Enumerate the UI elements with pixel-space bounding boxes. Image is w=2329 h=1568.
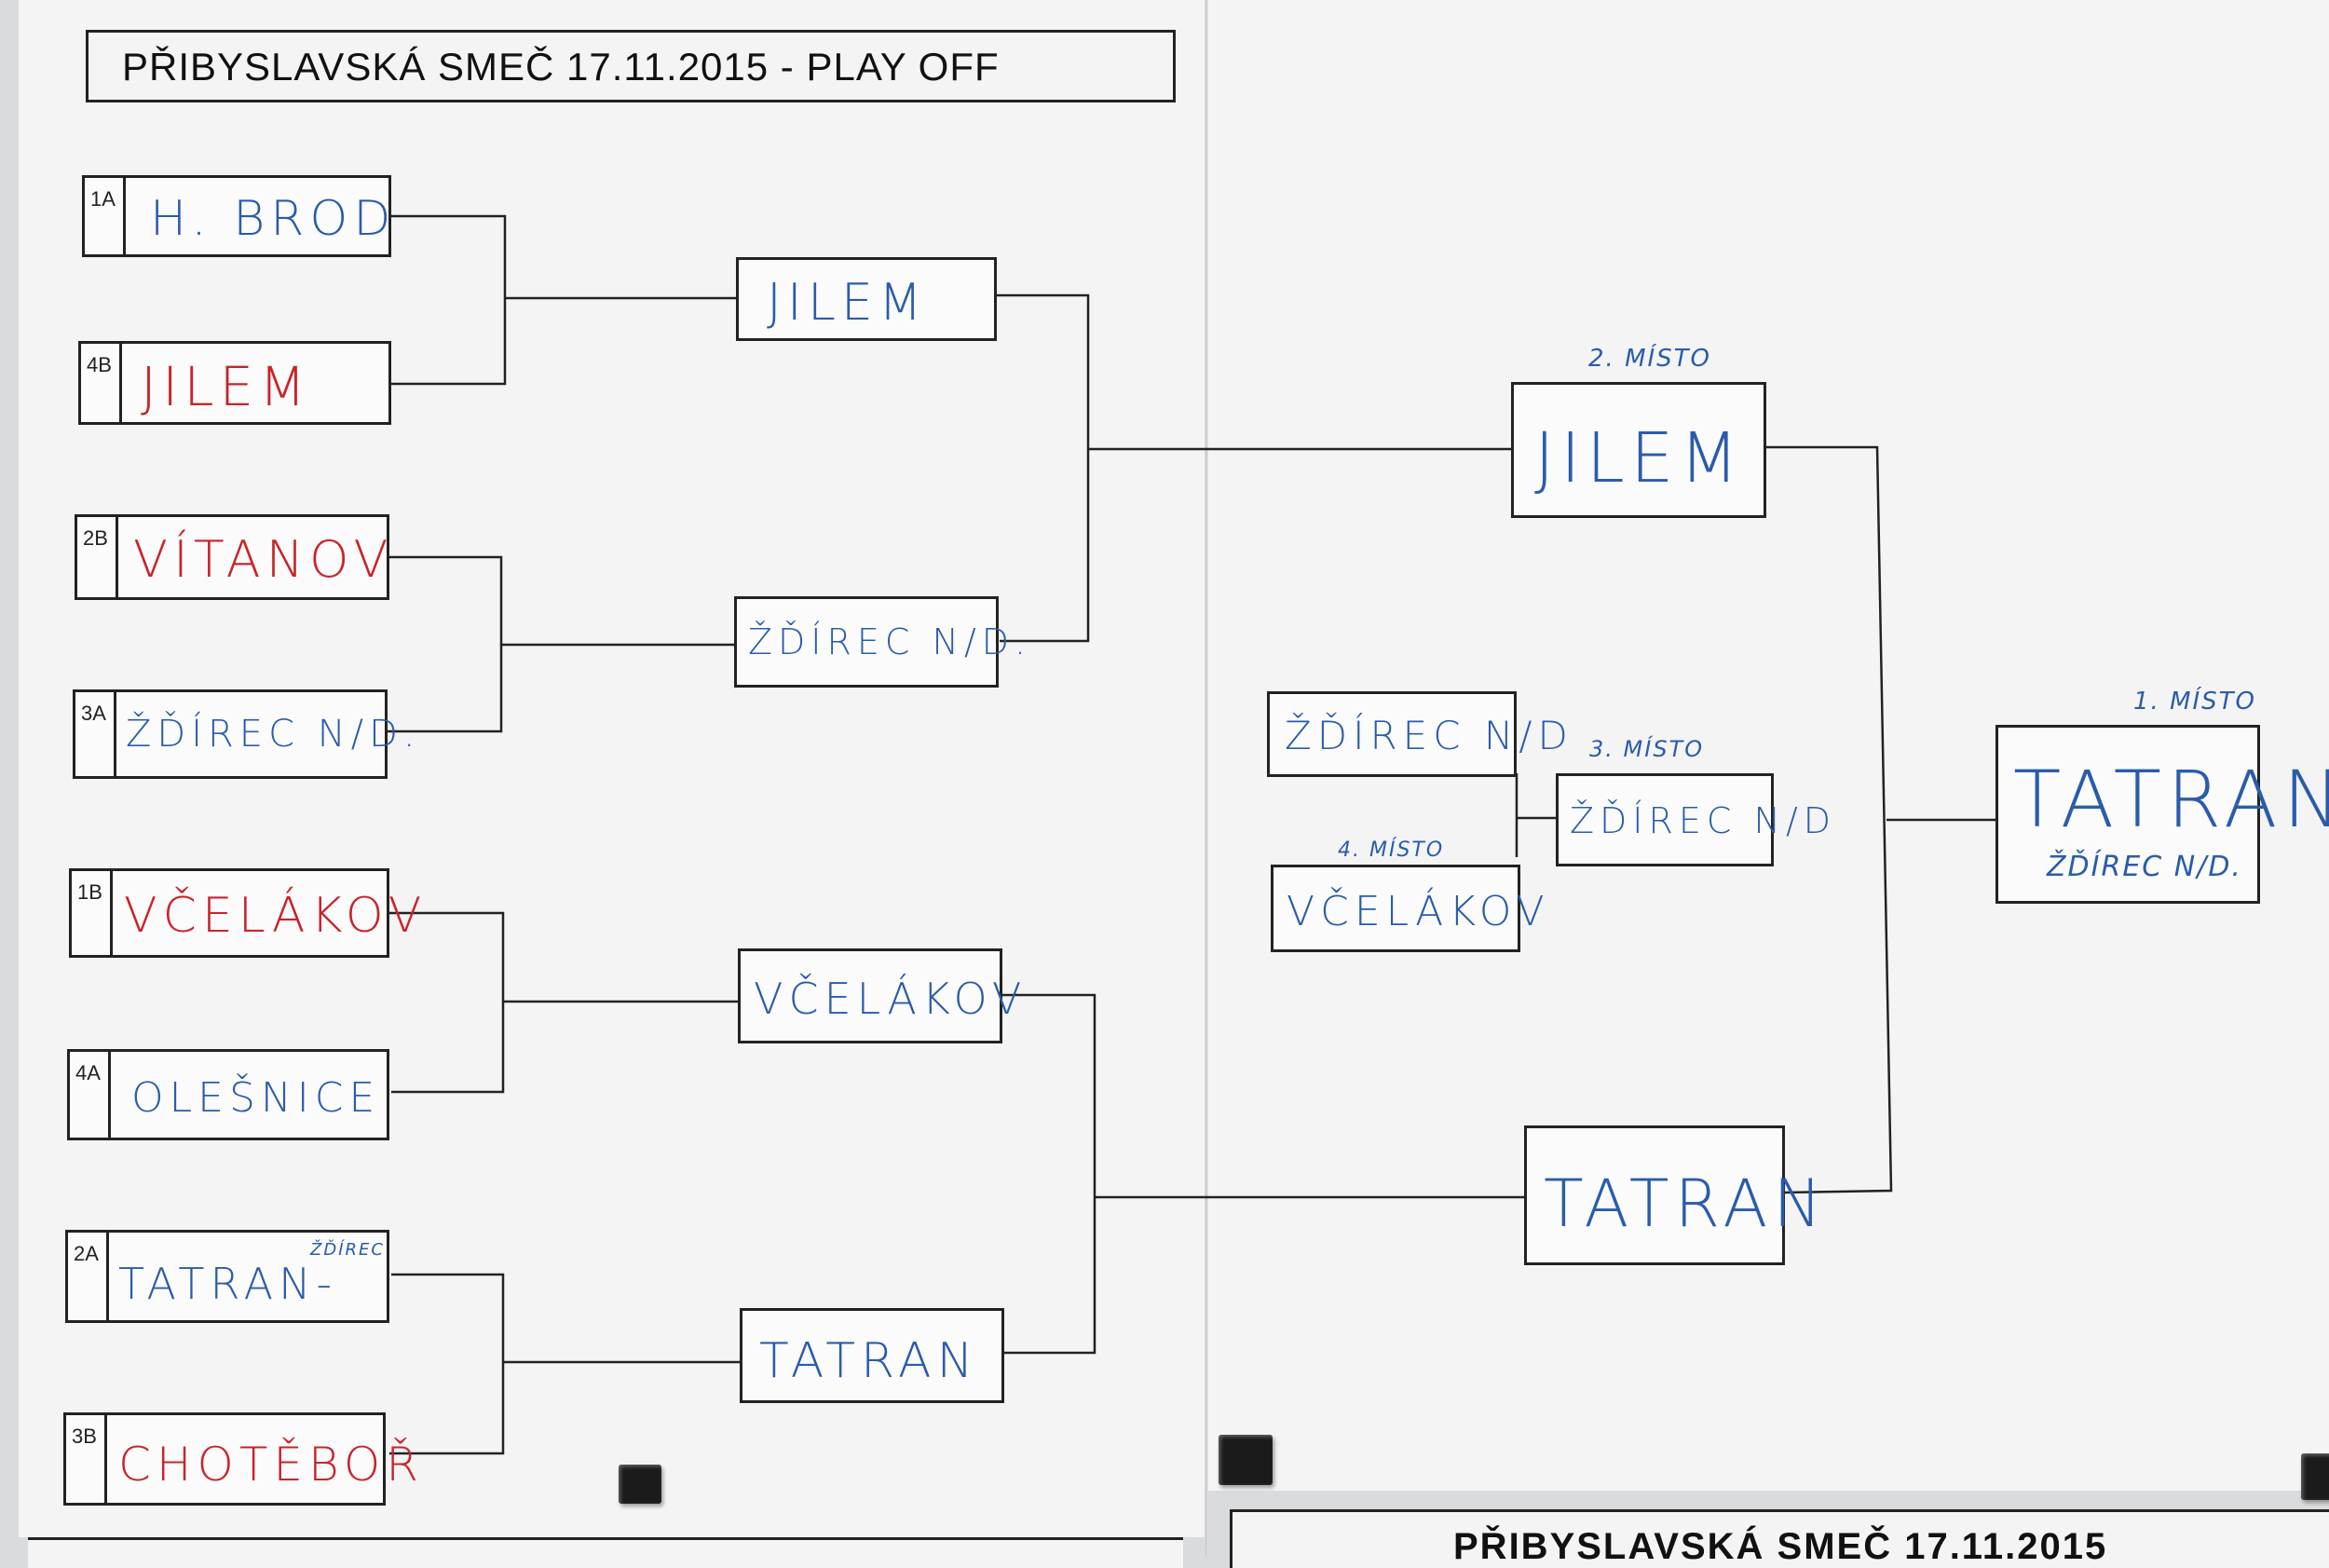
team-annotation: ŽĎÍREC xyxy=(310,1240,385,1260)
seed-label: 4A xyxy=(70,1052,111,1138)
qf-slot-4: TATRAN xyxy=(740,1308,1004,1403)
final-winner-box: TATRAN ŽĎÍREC N/D. xyxy=(1995,725,2329,904)
champion-name: TATRAN xyxy=(2013,754,2329,845)
seed-label: 2B xyxy=(77,517,118,597)
team-name: TATRAN xyxy=(759,1333,979,1389)
round1-slot-6: 4A OLEŠNICE xyxy=(67,1049,389,1140)
second-place-label: 2. MÍSTO xyxy=(1588,345,1712,373)
round1-slot-3: 2B VÍTANOV xyxy=(75,514,389,600)
team-name: VČELÁKOV xyxy=(754,974,1028,1024)
seed-label: 4B xyxy=(81,344,122,422)
team-name: ŽĎÍREC N/D xyxy=(1285,713,1573,758)
team-name: H. BROD xyxy=(150,191,397,247)
round1-slot-4: 3A ŽĎÍREC N/D. xyxy=(73,689,415,779)
round1-slot-2: 4B JILEM xyxy=(78,341,391,425)
team-name: VČELÁKOV xyxy=(1287,888,1550,935)
round1-slot-7: 2A TATRAN- ŽĎÍREC xyxy=(65,1230,389,1323)
seed-label: 1A xyxy=(85,178,126,254)
qf-slot-3: VČELÁKOV xyxy=(738,948,1021,1043)
team-name: ŽĎÍREC N/D. xyxy=(748,621,1032,662)
team-name: ŽĎÍREC N/D xyxy=(1570,800,1837,841)
sf-slot-1: JILEM xyxy=(1511,382,1766,518)
qf-slot-1: JILEM xyxy=(736,257,997,341)
magnet xyxy=(2301,1453,2329,1500)
bracket-title: PŘIBYSLAVSKÁ SMEČ 17.11.2015 - PLAY OFF xyxy=(86,30,1176,102)
sheet-fold xyxy=(1205,0,1208,1556)
team-name: OLEŠNICE xyxy=(131,1074,381,1122)
team-name: TATRAN xyxy=(1544,1166,1828,1242)
team-name: ŽĎÍREC N/D. xyxy=(126,713,421,756)
third-place-team-2: VČELÁKOV xyxy=(1271,865,1545,952)
third-place-winner: ŽĎÍREC N/D xyxy=(1556,773,1831,866)
team-name: JILEM xyxy=(141,355,312,418)
first-place-label: 1. MÍSTO xyxy=(2133,688,2257,716)
magnet xyxy=(1219,1435,1273,1485)
magnet xyxy=(619,1465,661,1504)
third-place-label: 3. MÍSTO xyxy=(1589,736,1705,762)
sf-slot-2: TATRAN xyxy=(1524,1125,1822,1265)
round1-slot-1: 1A H. BROD xyxy=(82,175,391,257)
team-name: JILEM xyxy=(767,273,928,332)
seed-label: 2A xyxy=(68,1233,109,1320)
third-place-team-1: ŽĎÍREC N/D xyxy=(1267,691,1568,777)
team-name: VÍTANOV xyxy=(133,530,394,589)
seed-label: 3B xyxy=(66,1415,107,1503)
fourth-place-label: 4. MÍSTO xyxy=(1338,839,1445,862)
round1-slot-8: 3B CHOTĚBOŘ xyxy=(63,1412,418,1506)
champion-subtext: ŽĎÍREC N/D. xyxy=(2047,851,2242,883)
seed-label: 3A xyxy=(75,692,116,776)
team-name: TATRAN- xyxy=(118,1259,338,1309)
team-name: VČELÁKOV xyxy=(124,888,428,944)
team-name: JILEM xyxy=(1534,418,1745,498)
team-name: CHOTĚBOŘ xyxy=(118,1438,424,1492)
round1-slot-5: 1B VČELÁKOV xyxy=(69,868,421,958)
qf-slot-2: ŽĎÍREC N/D. xyxy=(734,596,1026,688)
seed-label: 1B xyxy=(72,871,113,955)
